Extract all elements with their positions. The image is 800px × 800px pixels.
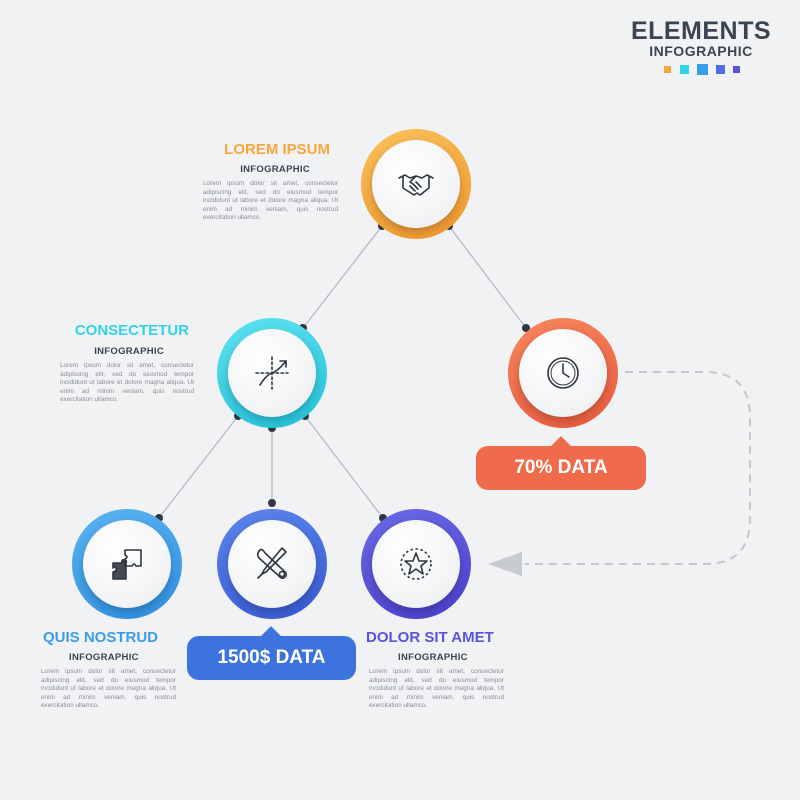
- star-icon: [400, 548, 432, 580]
- tools-icon: [256, 547, 288, 580]
- node-middle-text: Lorem ipsum dolor sit amet, consectetur …: [60, 362, 194, 404]
- node-right-disc: [519, 329, 607, 417]
- connector-dot: [155, 514, 163, 522]
- brand-title: ELEMENTS: [630, 17, 772, 45]
- puzzle-icon: [112, 549, 142, 580]
- node-bottom-right: [361, 509, 471, 619]
- node-middle-title: CONSECTETUR: [74, 322, 189, 339]
- brand-subtitle: INFOGRAPHIC: [649, 43, 753, 59]
- palette-swatch: [733, 66, 740, 73]
- edge-top-right: [448, 225, 527, 329]
- connector-dot: [268, 499, 276, 507]
- callout-center-data: 1500$ DATA: [187, 626, 356, 680]
- edge-middle-bottom-left: [158, 415, 239, 519]
- connector-dot: [379, 514, 387, 522]
- node-middle: [217, 318, 327, 428]
- node-bottom-right-subtitle: INFOGRAPHIC: [398, 652, 468, 663]
- handshake-icon: [398, 174, 434, 196]
- node-bottom-right-text: Lorem ipsum dolor sit amet, consectetur …: [369, 668, 504, 710]
- palette-swatch: [680, 65, 689, 74]
- edge-top-middle: [302, 225, 383, 329]
- growth-chart-icon: [255, 356, 289, 390]
- node-top-title: LOREM IPSUM: [224, 141, 330, 158]
- node-bottom-center-disc: [228, 520, 316, 608]
- palette-swatch: [697, 64, 708, 75]
- node-top-text: Lorem ipsum dolor sit amet, consectetur …: [203, 180, 338, 222]
- node-bottom-left: [72, 509, 182, 619]
- node-bottom-right-title: DOLOR SIT AMET: [366, 629, 494, 646]
- node-bottom-left-title: QUIS NOSTRUD: [43, 629, 159, 646]
- clock-icon: [547, 357, 579, 389]
- dashed-return-path: [525, 371, 751, 565]
- node-bottom-left-disc: [83, 520, 171, 608]
- node-top-disc: [372, 140, 460, 228]
- node-bottom-right-disc: [372, 520, 460, 608]
- node-middle-disc: [228, 329, 316, 417]
- node-top-subtitle: INFOGRAPHIC: [240, 164, 310, 175]
- node-top: [361, 129, 471, 239]
- node-bottom-center: [217, 509, 327, 619]
- node-bottom-left-text: Lorem ipsum dolor sit amet, consectetur …: [41, 668, 176, 710]
- connector-dot: [268, 424, 276, 432]
- node-right: [508, 318, 618, 428]
- edge-middle-bottom-right: [304, 415, 384, 519]
- callout-right-data: 70% DATA: [476, 436, 646, 490]
- palette-swatch: [664, 66, 671, 73]
- node-bottom-left-subtitle: INFOGRAPHIC: [69, 652, 139, 663]
- arrowhead-icon: [488, 552, 522, 576]
- node-middle-subtitle: INFOGRAPHIC: [94, 346, 164, 357]
- connector-dot: [522, 324, 530, 332]
- callout-right-data-label: 70% DATA: [514, 457, 608, 478]
- palette-swatch: [716, 65, 725, 74]
- callout-center-data-label: 1500$ DATA: [217, 647, 326, 668]
